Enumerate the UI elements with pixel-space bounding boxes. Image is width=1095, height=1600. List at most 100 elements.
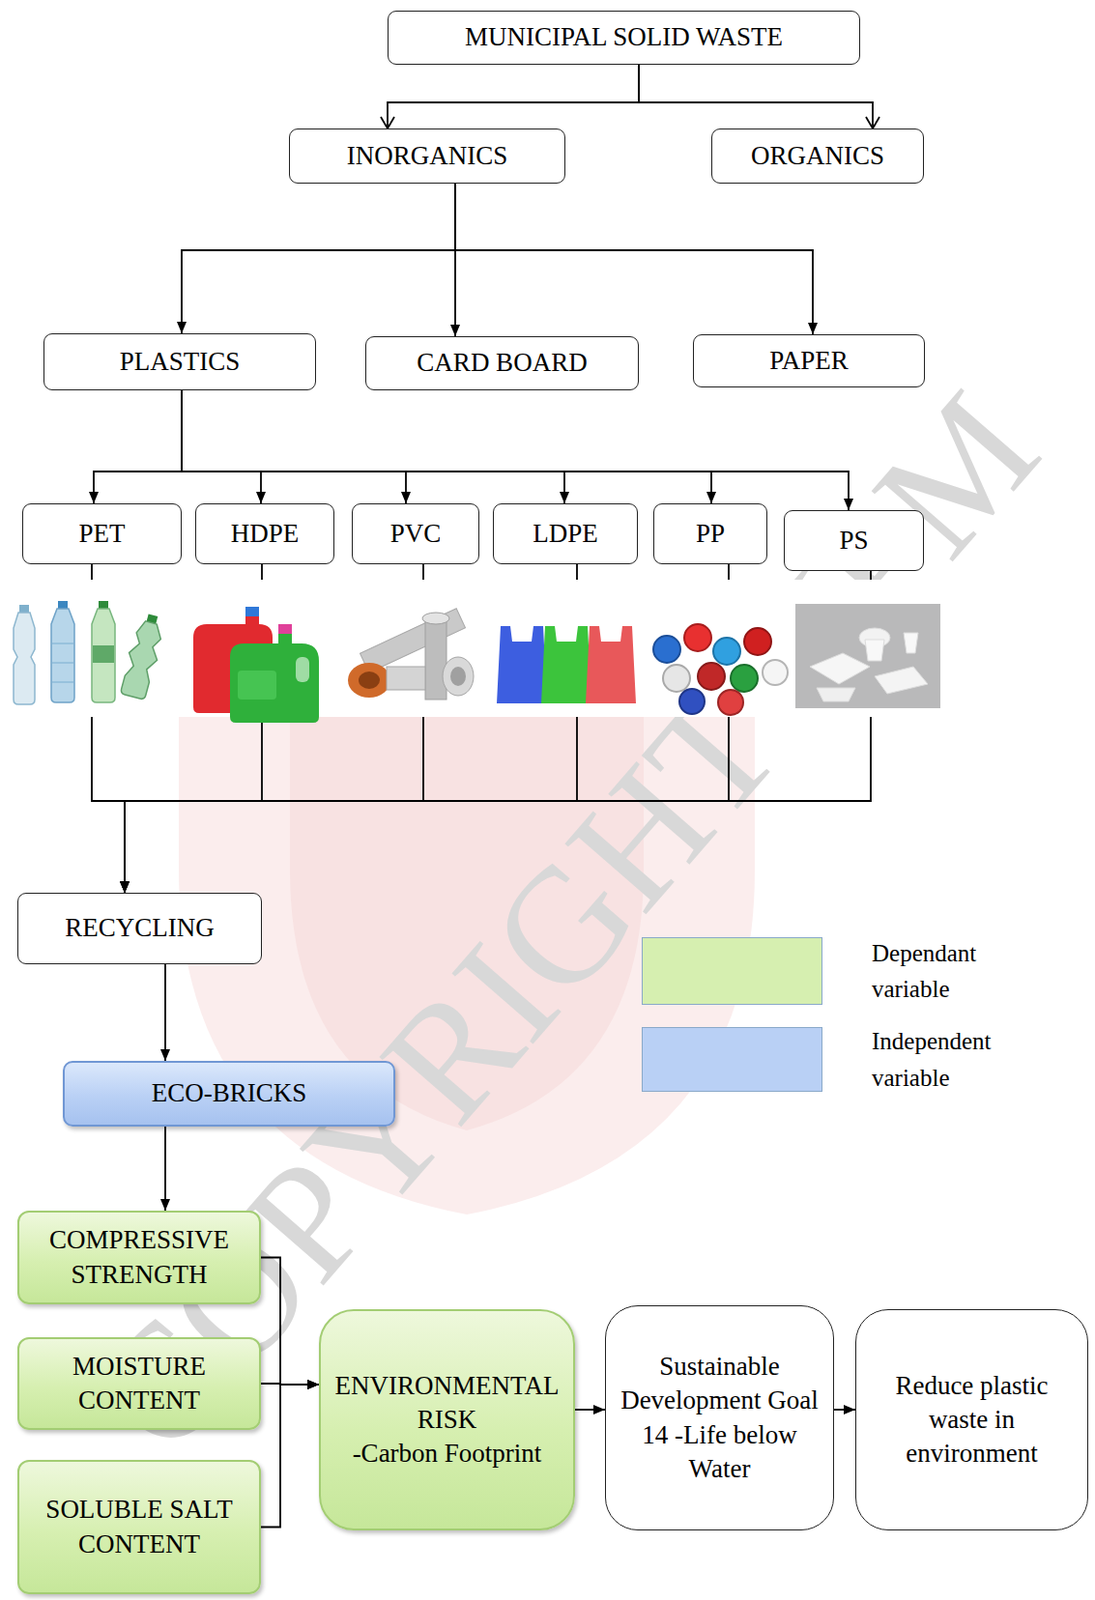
legend-swatch	[641, 937, 823, 1006]
node-text: PS	[792, 523, 916, 558]
ldpe-bags-part	[585, 626, 636, 704]
legend-label: Independent variable	[871, 1027, 1027, 1093]
ps-foam-part	[864, 639, 885, 662]
process-box: RECYCLING	[17, 893, 262, 965]
plastic-type-box: PP	[653, 503, 768, 565]
node-text: INORGANICS	[297, 139, 557, 173]
node-text: PLASTICS	[52, 345, 308, 379]
pp-caps-part	[684, 624, 712, 652]
ps-foam-part	[795, 604, 941, 709]
node-text: MUNICIPAL SOLID WASTE	[396, 20, 852, 55]
ps-foam-part	[874, 666, 928, 694]
node-body: MUNICIPAL SOLID WASTE	[396, 20, 852, 55]
hdpe-jugs	[193, 606, 319, 723]
pp-caps	[653, 624, 788, 716]
node-body: CARD BOARD	[374, 345, 631, 380]
node-text: PP	[662, 517, 759, 551]
node-text: ECO-BRICKS	[72, 1076, 386, 1111]
pp-caps-part	[744, 628, 772, 656]
pp-caps-part	[653, 635, 681, 663]
node-text: ENVIRONMENTAL RISK	[332, 1369, 562, 1438]
pvc-pipes-part	[425, 616, 447, 700]
flow-arrow	[575, 1409, 606, 1412]
ps-foam-part	[809, 653, 870, 685]
node-body: PVC	[360, 517, 471, 551]
pvc-pipes-part	[358, 671, 380, 690]
node-text: LDPE	[501, 517, 630, 551]
plastic-type-box: LDPE	[492, 503, 638, 565]
pp-caps-part	[730, 664, 758, 692]
hdpe-jugs-part	[295, 657, 310, 683]
pet-bottles-part-part	[13, 612, 35, 705]
node-text: ORGANICS	[720, 139, 916, 173]
flow-arrow	[181, 390, 565, 504]
node-body: PET	[30, 517, 173, 551]
pvc-pipes-part	[347, 662, 391, 698]
node-text: PVC	[360, 517, 471, 551]
node-body: Reduce plastic waste in environment	[867, 1369, 1076, 1471]
flow-arrow	[164, 964, 167, 1062]
flow-arrow	[638, 64, 873, 129]
hdpe-jugs-part	[237, 670, 277, 700]
pet-bottles-part-part	[117, 619, 166, 701]
pp-caps-part	[713, 637, 741, 665]
image-ground	[0, 579, 967, 718]
node-text: COMPRESSIVE STRENGTH	[27, 1223, 252, 1292]
flow-arrow	[93, 390, 182, 504]
node-text: Sustainable Development Goal 14 -Life be…	[617, 1350, 822, 1486]
node-body: ENVIRONMENTAL RISK-Carbon Footprint	[332, 1369, 562, 1471]
pp-caps-part	[762, 660, 788, 686]
node-body: HDPE	[203, 517, 326, 551]
node-text: -Carbon Footprint	[332, 1437, 562, 1471]
pet-bottles-part-part	[52, 643, 74, 683]
source-box: MUNICIPAL SOLID WASTE	[387, 10, 861, 65]
pet-bottles-part	[117, 611, 168, 701]
pvc-pipes-part	[386, 666, 426, 691]
node-text: Reduce plastic waste in environment	[867, 1369, 1076, 1471]
node-body: RECYCLING	[26, 911, 254, 946]
flow-arrow	[181, 390, 261, 504]
pp-caps-part	[679, 689, 705, 715]
node-body: PLASTICS	[52, 345, 308, 379]
node-text: PET	[30, 517, 173, 551]
node-text: CARD BOARD	[374, 345, 631, 380]
pvc-pipes-part	[450, 666, 466, 687]
flow-arrow	[260, 1258, 319, 1386]
pvc-pipes-part	[422, 612, 450, 625]
pet-bottles-part	[13, 605, 35, 705]
goal-box: Sustainable Development Goal 14 -Life be…	[605, 1305, 835, 1531]
pet-bottles-part	[51, 601, 75, 703]
category-box: INORGANICS	[288, 128, 566, 184]
pet-bottles-part-part	[57, 601, 68, 609]
ldpe-bags	[496, 626, 636, 704]
node-body: COMPRESSIVE STRENGTH	[27, 1223, 252, 1292]
dependent-variable-box: SOLUBLE SALT CONTENT	[17, 1460, 261, 1595]
node-text: HDPE	[203, 517, 326, 551]
pet-bottles-part-part	[91, 608, 116, 703]
flow-arrow	[181, 390, 712, 504]
legend-label: Dependant variable	[871, 937, 1027, 1006]
node-text: RECYCLING	[26, 911, 254, 946]
ps-foam-part	[903, 633, 919, 654]
node-text: MOISTURE CONTENT	[27, 1350, 252, 1418]
plastic-type-box: PS	[783, 510, 924, 572]
legend-text: Dependant variable	[871, 935, 1027, 1009]
pet-bottles-part-part	[19, 605, 29, 613]
dependent-variable-box: COMPRESSIVE STRENGTH	[17, 1210, 261, 1305]
plastic-type-box: HDPE	[195, 503, 335, 565]
hdpe-jugs-part	[278, 624, 292, 634]
node-text: PAPER	[701, 344, 917, 378]
pet-bottles-part-part	[51, 608, 75, 703]
pvc-pipes	[347, 608, 474, 700]
node-body: SOLUBLE SALT CONTENT	[27, 1493, 252, 1561]
ps-foam	[795, 604, 941, 709]
pvc-pipes-part	[442, 657, 474, 696]
node-body: Sustainable Development Goal 14 -Life be…	[617, 1350, 822, 1486]
node-body: PS	[792, 523, 916, 558]
node-body: PP	[662, 517, 759, 551]
outcome-box: ENVIRONMENTAL RISK-Carbon Footprint	[318, 1309, 576, 1531]
node-body: PAPER	[701, 344, 917, 378]
node-body: MOISTURE CONTENT	[27, 1350, 252, 1418]
hdpe-jugs-part	[230, 633, 319, 723]
